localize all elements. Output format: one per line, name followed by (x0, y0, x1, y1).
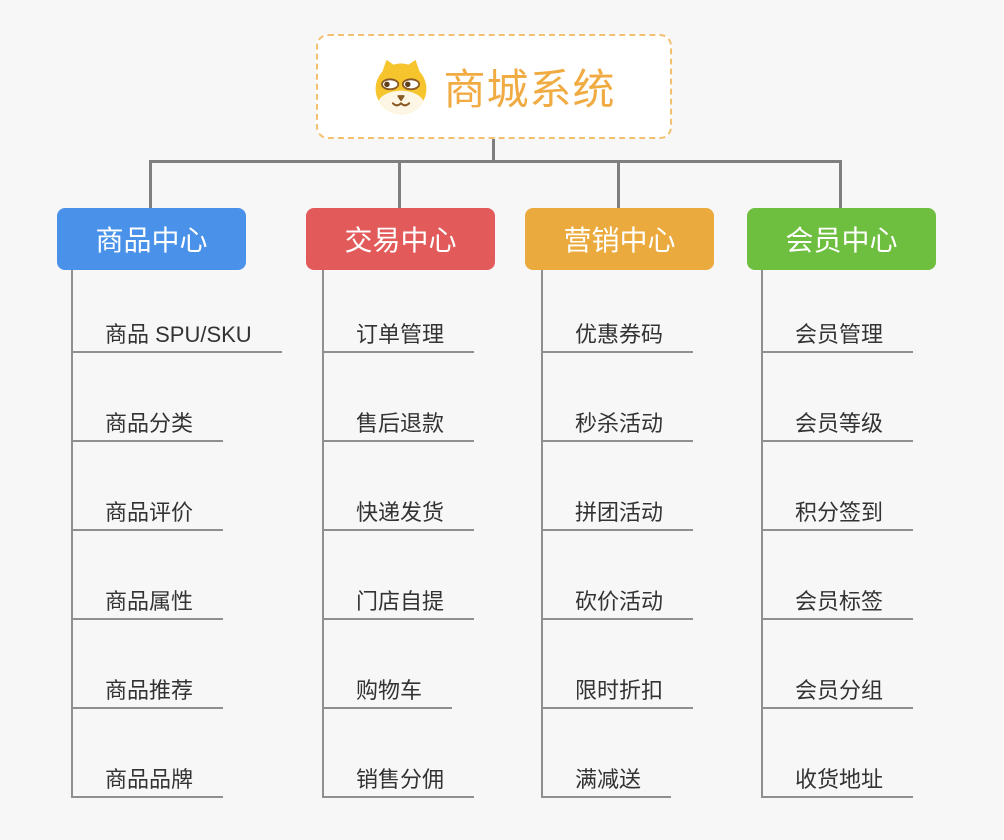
connector-drop-member (839, 160, 842, 208)
branch-node-marketing-center[interactable]: 营销中心 (525, 208, 714, 270)
subtopic-item[interactable]: 订单管理 (322, 318, 475, 353)
subtopic-item[interactable]: 商品属性 (71, 585, 224, 620)
subtopic-item[interactable]: 会员标签 (761, 585, 914, 620)
doge-face-icon (376, 59, 427, 114)
connector-drop-trade (398, 160, 401, 208)
subtopic-column-trade: 订单管理 售后退款 快递发货 门店自提 购物车 销售分佣 (322, 270, 475, 798)
connector-drop-product (149, 160, 152, 208)
subtopic-item[interactable]: 商品品牌 (71, 763, 224, 798)
branch-label: 商品中心 (95, 225, 208, 256)
branch-node-product-center[interactable]: 商品中心 (57, 208, 246, 270)
subtopic-item[interactable]: 商品 SPU/SKU (71, 318, 282, 353)
subtopic-item[interactable]: 拼团活动 (541, 496, 694, 531)
connector-drop-marketing (617, 160, 620, 208)
root-topic-label: 商城系统 (443, 66, 616, 113)
subtopic-item[interactable]: 会员分组 (761, 674, 914, 709)
subtopic-item[interactable]: 购物车 (322, 674, 453, 709)
subtopic-item[interactable]: 门店自提 (322, 585, 475, 620)
subtopic-item[interactable]: 商品评价 (71, 496, 224, 531)
branch-label: 交易中心 (344, 225, 457, 256)
subtopic-item[interactable]: 商品分类 (71, 407, 224, 442)
subtopic-item[interactable]: 积分签到 (761, 496, 914, 531)
subtopic-item[interactable]: 秒杀活动 (541, 407, 694, 442)
branch-label: 营销中心 (563, 225, 676, 256)
connector-root-stub (492, 139, 495, 161)
root-topic[interactable]: 商城系统 (316, 34, 672, 139)
subtopic-item[interactable]: 会员等级 (761, 407, 914, 442)
trunk-marketing (541, 270, 543, 798)
subtopic-item[interactable]: 商品推荐 (71, 674, 224, 709)
subtopic-item[interactable]: 限时折扣 (541, 674, 694, 709)
subtopic-item[interactable]: 会员管理 (761, 318, 914, 353)
subtopic-item[interactable]: 销售分佣 (322, 763, 475, 798)
trunk-member (761, 270, 763, 798)
subtopic-item[interactable]: 满减送 (541, 763, 672, 798)
trunk-trade (322, 270, 324, 798)
branch-node-trade-center[interactable]: 交易中心 (306, 208, 495, 270)
branch-node-member-center[interactable]: 会员中心 (747, 208, 936, 270)
subtopic-column-marketing: 优惠券码 秒杀活动 拼团活动 砍价活动 限时折扣 满减送 (541, 270, 694, 798)
subtopic-item[interactable]: 快递发货 (322, 496, 475, 531)
trunk-product (71, 270, 73, 798)
subtopic-column-member: 会员管理 会员等级 积分签到 会员标签 会员分组 收货地址 (761, 270, 914, 798)
connector-bus (149, 160, 842, 163)
subtopic-item[interactable]: 售后退款 (322, 407, 475, 442)
subtopic-item[interactable]: 优惠券码 (541, 318, 694, 353)
subtopic-item[interactable]: 砍价活动 (541, 585, 694, 620)
branch-label: 会员中心 (785, 225, 898, 256)
subtopic-item[interactable]: 收货地址 (761, 763, 914, 798)
subtopic-column-product: 商品 SPU/SKU 商品分类 商品评价 商品属性 商品推荐 商品品牌 (71, 270, 282, 798)
